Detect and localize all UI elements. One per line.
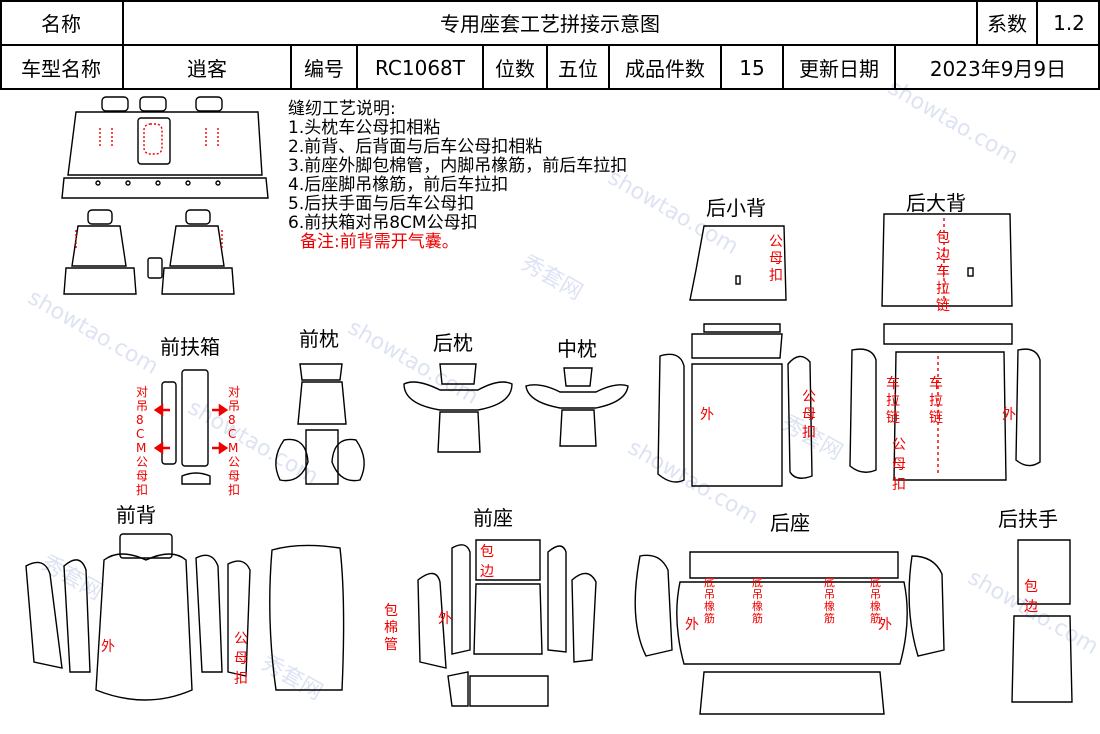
code-value: RC1068T [358, 45, 484, 90]
label-front-armbox: 前扶箱 [160, 335, 220, 359]
pattern-front-back [25, 533, 345, 701]
sewing-notes: 缝纫工艺说明: 1.头枕车公母扣相粘 2.前背、后背面与后车公母扣相粘 3.前座… [288, 100, 627, 252]
notes-item: 4.后座脚吊橡筋，前后车拉扣 [288, 175, 509, 195]
page-title: 专用座套工艺拼接示意图 [124, 0, 978, 45]
annotation-snap-small-back: 公母扣 [769, 234, 783, 284]
pattern-middle-headrest [525, 367, 629, 447]
annotation-hang-8cm-right: 对吊8CM公母扣 [228, 385, 241, 497]
code-label: 编号 [292, 45, 358, 90]
annotation-bottom-elastic: 底吊橡筋 [704, 576, 715, 625]
pattern-front-armbox [153, 369, 229, 485]
notes-title: 缝纫工艺说明: [288, 99, 396, 119]
pattern-front-seat [417, 539, 597, 707]
label-rear-armrest: 后扶手 [998, 507, 1058, 531]
name-label: 名称 [0, 0, 124, 45]
notes-item: 2.前背、后背面与后车公母扣相粘 [288, 137, 543, 157]
annotation-outer-front-back: 外 [101, 639, 115, 655]
annotation-edge-zipper: 包边车拉链 [936, 230, 950, 314]
seats-label: 位数 [484, 45, 548, 90]
annotation-hang-8cm-left: 对吊8CM公母扣 [136, 385, 149, 497]
notes-item: 1.头枕车公母扣相粘 [288, 118, 441, 138]
overview-front-seat-icon [63, 209, 235, 295]
annotation-outer-rear-seat-left: 外 [685, 617, 699, 633]
annotation-bottom-elastic: 底吊橡筋 [752, 576, 763, 625]
label-middle-headrest: 中枕 [557, 337, 597, 361]
annotation-outer-front-seat: 外 [438, 611, 452, 627]
model-value: 逍客 [124, 45, 292, 90]
notes-item: 6.前扶箱对吊8CM公母扣 [288, 213, 478, 233]
coef-value: 1.2 [1053, 10, 1085, 35]
label-rear-headrest: 后枕 [433, 331, 473, 355]
header-table: 名称 专用座套工艺拼接示意图 系数 1.2 车型名称 逍客 编号 RC1068T… [0, 0, 1100, 90]
pattern-rear-headrest [403, 363, 513, 453]
notes-item: 3.前座外脚包棉管，内脚吊橡筋，前后车拉扣 [288, 156, 628, 176]
pieces-label: 成品件数 [610, 45, 722, 90]
pieces-value: 15 [722, 45, 784, 90]
label-rear-seat: 后座 [770, 511, 810, 535]
annotation-cotton-tube: 包棉管 [384, 603, 398, 653]
pattern-rear-armrest [1011, 539, 1073, 703]
annotation-zipper-right: 车拉链 [929, 376, 943, 426]
annotation-outer-rear-seat-right: 外 [878, 617, 892, 633]
overview-rear-seat-icon [61, 96, 269, 199]
notes-remark: 备注:前背需开气囊。 [300, 232, 459, 252]
label-front-headrest: 前枕 [299, 327, 339, 351]
label-front-seat: 前座 [473, 506, 513, 530]
pattern-rear-seat [634, 551, 945, 715]
annotation-outer-small-back: 外 [700, 407, 714, 423]
pattern-rear-big-back [849, 213, 1041, 481]
label-rear-big-back: 后大背 [906, 191, 966, 215]
annotation-edge-front-seat: 包边 [480, 544, 494, 580]
pattern-front-headrest [275, 363, 365, 485]
annotation-snap-small-back-side: 公母扣 [802, 389, 816, 441]
annotation-bottom-elastic: 底吊橡筋 [870, 576, 881, 625]
label-front-back: 前背 [116, 503, 156, 527]
annotation-outer-big-back: 外 [1002, 407, 1016, 423]
annotation-bottom-elastic: 底吊橡筋 [824, 576, 835, 625]
model-label: 车型名称 [0, 45, 124, 90]
annotation-snap-big-back: 公母扣 [892, 437, 906, 493]
date-label: 更新日期 [784, 45, 896, 90]
annotation-snap-front-back: 公母扣 [234, 631, 248, 687]
annotation-zipper-left: 车拉链 [886, 376, 900, 426]
label-rear-small-back: 后小背 [706, 196, 766, 220]
seats-value: 五位 [548, 45, 610, 90]
date-value: 2023年9月9日 [929, 57, 1067, 81]
pattern-rear-small-back [657, 225, 813, 487]
notes-item: 5.后扶手面与后车公母扣 [288, 194, 475, 214]
coef-label: 系数 [978, 0, 1038, 45]
annotation-edge-armrest: 包边 [1024, 579, 1038, 615]
